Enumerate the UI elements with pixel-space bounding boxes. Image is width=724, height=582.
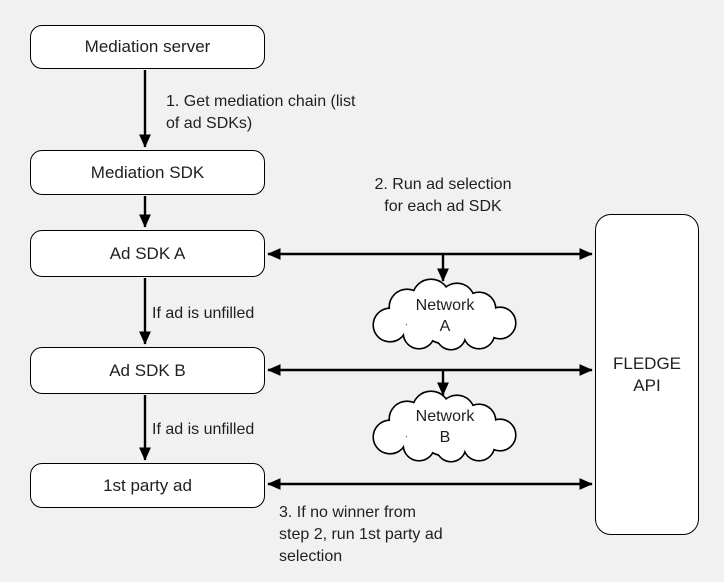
node-fledge-api: FLEDGE API	[595, 214, 699, 535]
node-first-party-ad: 1st party ad	[30, 463, 265, 508]
node-mediation-server-label: Mediation server	[84, 37, 211, 56]
node-ad-sdk-b: Ad SDK B	[30, 347, 265, 394]
node-ad-sdk-a-label: Ad SDK A	[109, 243, 186, 263]
node-mediation-sdk: Mediation SDK	[30, 150, 265, 195]
cloud-network-a-label: Network A	[415, 297, 475, 335]
label-if-ad-unfilled-a: If ad is unfilled	[152, 305, 255, 322]
cloud-network-a-icon	[372, 278, 517, 351]
cloud-network-b-icon	[372, 390, 517, 463]
node-ad-sdk-b-label: Ad SDK B	[109, 360, 186, 380]
node-first-party-ad-label: 1st party ad	[103, 475, 192, 495]
label-step-1: 1. Get mediation chain (list of ad SDKs)	[166, 93, 356, 132]
node-ad-sdk-a: Ad SDK A	[30, 230, 265, 277]
cloud-network-b-label: Network B	[415, 408, 475, 446]
node-mediation-server: Mediation server	[30, 25, 265, 69]
label-step-3: 3. If no winner from step 2, run 1st par…	[279, 504, 443, 565]
node-mediation-sdk-label: Mediation SDK	[90, 162, 205, 182]
label-step-2: 2. Run ad selection for each ad SDK	[374, 176, 512, 215]
label-if-ad-unfilled-b: If ad is unfilled	[152, 421, 255, 438]
node-fledge-api-label: FLEDGE API	[612, 353, 682, 395]
